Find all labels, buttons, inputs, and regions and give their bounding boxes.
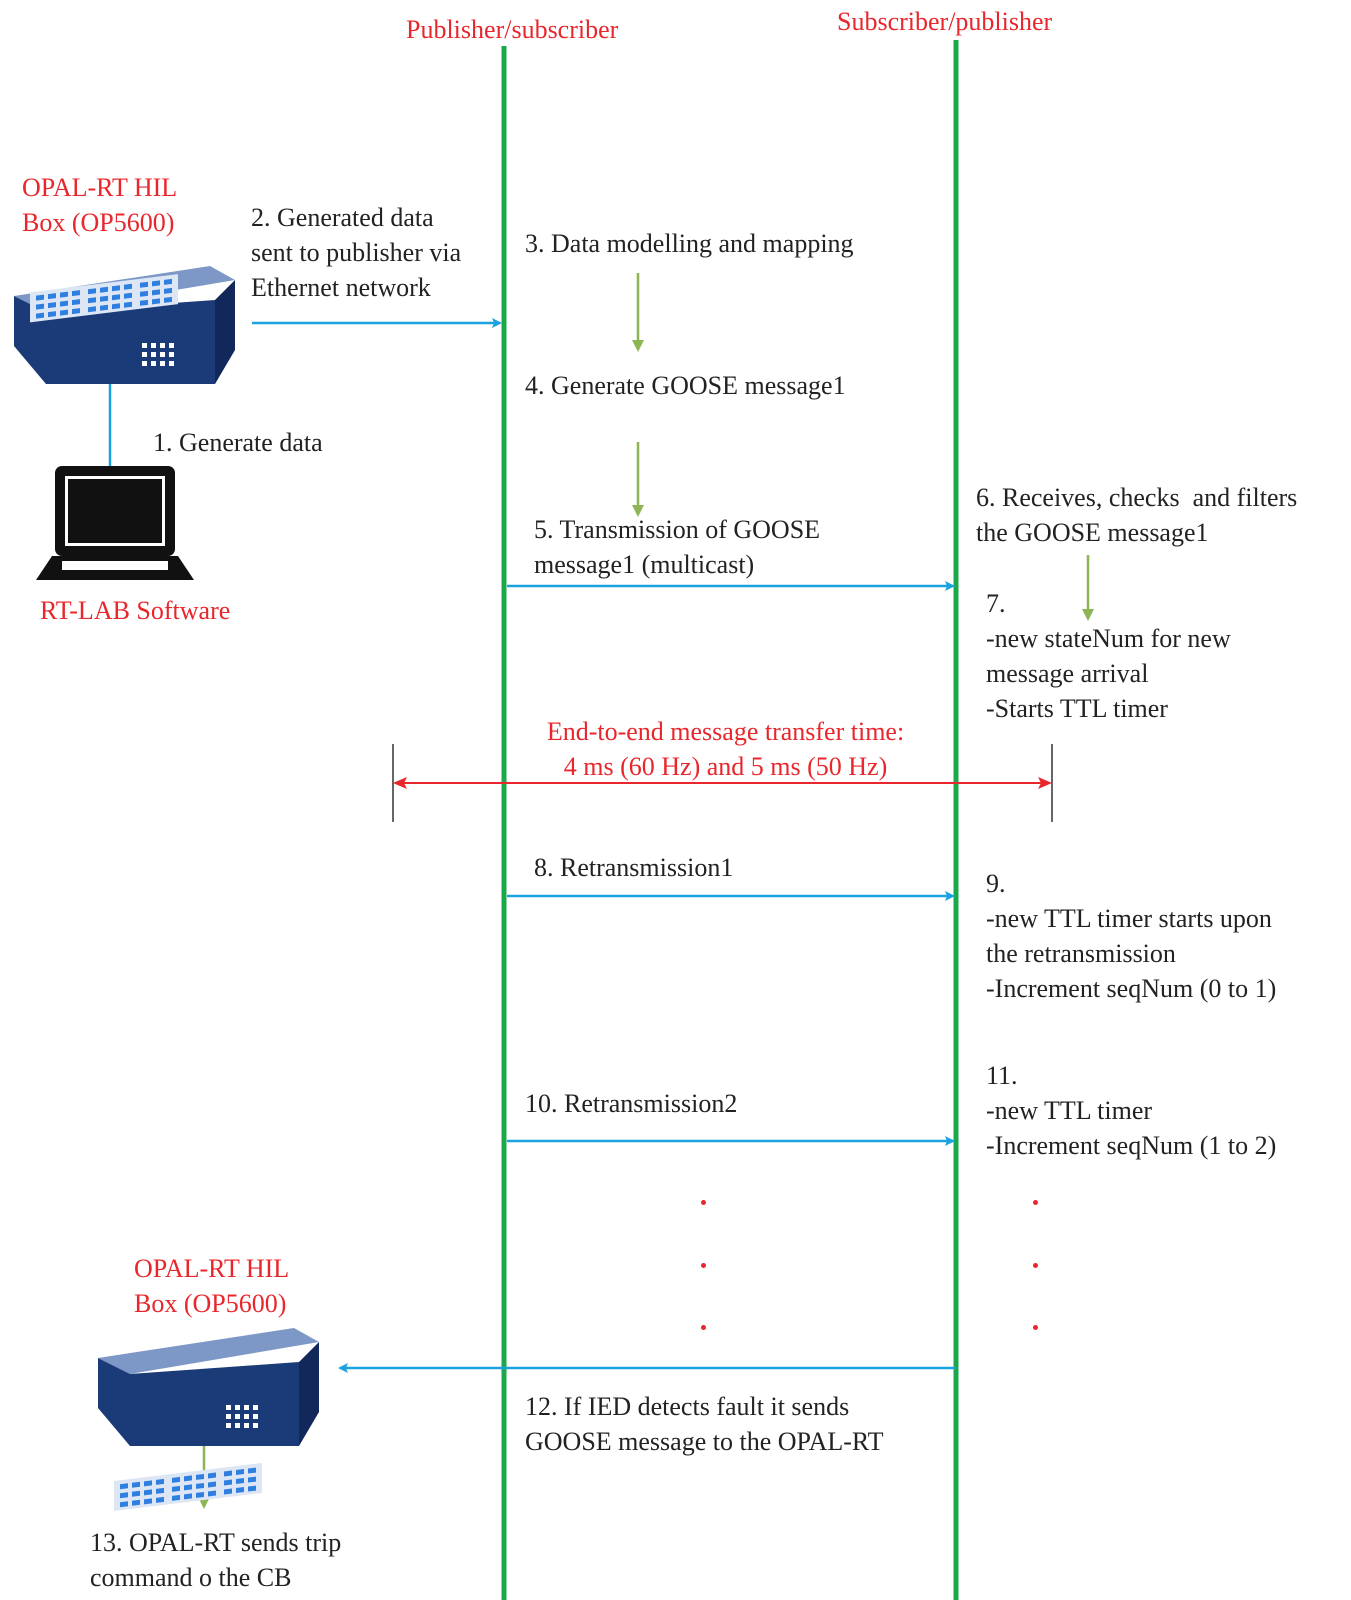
hil-box-top-icon — [14, 266, 235, 384]
timing-label: End-to-end message transfer time:4 ms (6… — [546, 717, 905, 781]
hil-box-bottom-icon — [98, 1328, 319, 1512]
continuation-dot — [701, 1325, 706, 1330]
continuation-dot — [701, 1263, 706, 1268]
continuation-dot — [1033, 1325, 1038, 1330]
step-10-label: 10. Retransmission2 — [525, 1089, 738, 1118]
step-4-label: 4. Generate GOOSE message1 — [525, 371, 846, 400]
step-3-label: 3. Data modelling and mapping — [525, 229, 854, 258]
continuation-dot — [701, 1200, 706, 1205]
step-1-label: 1. Generate data — [153, 428, 323, 457]
continuation-dot — [1033, 1200, 1038, 1205]
continuation-dot — [1033, 1263, 1038, 1268]
laptop-icon — [36, 466, 194, 580]
laptop-label: RT-LAB Software — [40, 596, 231, 625]
step-8-label: 8. Retransmission1 — [534, 853, 734, 882]
subscriber-lifeline-label: Subscriber/publisher — [837, 7, 1053, 36]
step-11-label: 11.-new TTL timer-Increment seqNum (1 to… — [986, 1061, 1277, 1160]
publisher-lifeline-label: Publisher/subscriber — [406, 15, 619, 44]
